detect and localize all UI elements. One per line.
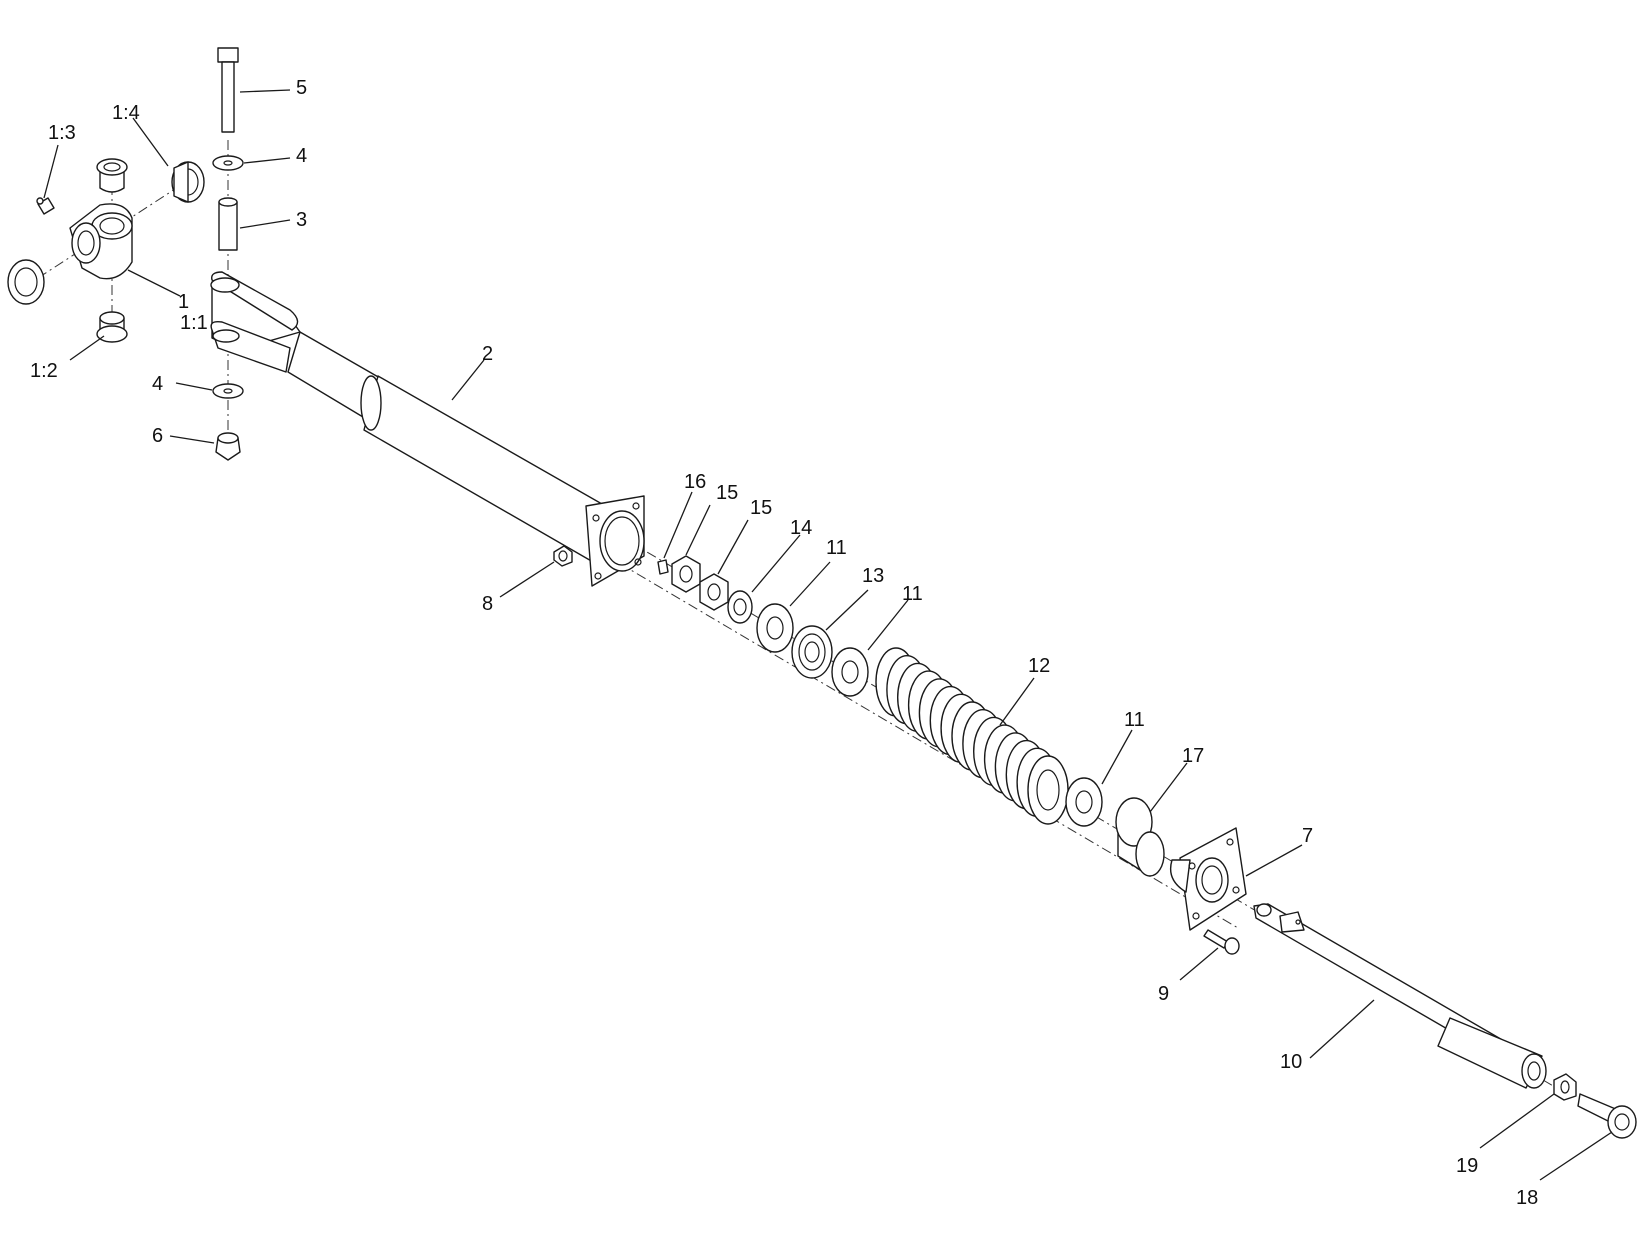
callout-1-1: 1:1 [180, 312, 208, 334]
tube-flange [585, 495, 645, 587]
callout-10: 10 [1280, 1051, 1302, 1073]
bushing-right [171, 161, 205, 203]
tube-2 [210, 271, 617, 567]
callout-labels: 1:3 1:4 1 1:1 1:2 5 4 3 4 6 2 8 16 15 15… [30, 77, 1538, 1209]
jam-nut-15-b [699, 573, 729, 611]
washer-11-c [1065, 777, 1103, 827]
nut-19 [1553, 1073, 1577, 1101]
flange-7 [1169, 827, 1247, 931]
callout-6: 6 [152, 425, 163, 447]
bolt-9 [1203, 929, 1240, 955]
callout-15-b: 15 [750, 497, 772, 519]
callout-13: 13 [862, 565, 884, 587]
washer-4-upper [212, 155, 244, 171]
callout-19: 19 [1456, 1155, 1478, 1177]
callout-16: 16 [684, 471, 706, 493]
rod-end-18 [1577, 1093, 1637, 1139]
bolt-5 [217, 47, 239, 133]
callout-1-3: 1:3 [48, 122, 76, 144]
washer-14 [727, 590, 753, 624]
collar-13 [791, 625, 833, 679]
spacer-3 [218, 197, 238, 251]
callout-15-a: 15 [716, 482, 738, 504]
grease-fitting [36, 197, 55, 215]
jam-nut-15-a [671, 555, 701, 593]
callout-11-c: 11 [1124, 709, 1145, 731]
washer-11-b [831, 647, 869, 697]
callout-7: 7 [1302, 825, 1313, 847]
nut-6 [215, 432, 241, 461]
washer-11-a [756, 603, 794, 653]
callout-leaders [43, 89, 1613, 1181]
callout-2: 2 [482, 343, 493, 365]
callout-14: 14 [790, 517, 812, 539]
callout-5: 5 [296, 77, 307, 99]
bushing-bottom [96, 311, 128, 343]
callout-1-4: 1:4 [112, 102, 140, 124]
callout-12: 12 [1028, 655, 1050, 677]
bushing-left [7, 259, 45, 305]
spring-12 [875, 647, 1069, 825]
spring-bore [1036, 769, 1060, 811]
callout-4-lower: 4 [152, 373, 163, 395]
washer-4-lower [212, 383, 244, 399]
pivot-block [69, 203, 133, 280]
sleeve-17 [1115, 797, 1165, 877]
bushing-top [96, 158, 128, 193]
callout-9: 9 [1158, 983, 1169, 1005]
callout-1: 1 [178, 291, 189, 313]
callout-11-a: 11 [826, 537, 847, 559]
callout-18: 18 [1516, 1187, 1538, 1209]
pin-16 [657, 559, 669, 575]
callout-3: 3 [296, 209, 307, 231]
callout-11-b: 11 [902, 583, 923, 605]
callout-4-upper: 4 [296, 145, 307, 167]
callout-8: 8 [482, 593, 493, 615]
callout-1-2: 1:2 [30, 360, 58, 382]
callout-17: 17 [1182, 745, 1204, 767]
nut-8 [553, 545, 573, 567]
spring-coil [1027, 755, 1069, 825]
rod-10 [1253, 903, 1547, 1089]
